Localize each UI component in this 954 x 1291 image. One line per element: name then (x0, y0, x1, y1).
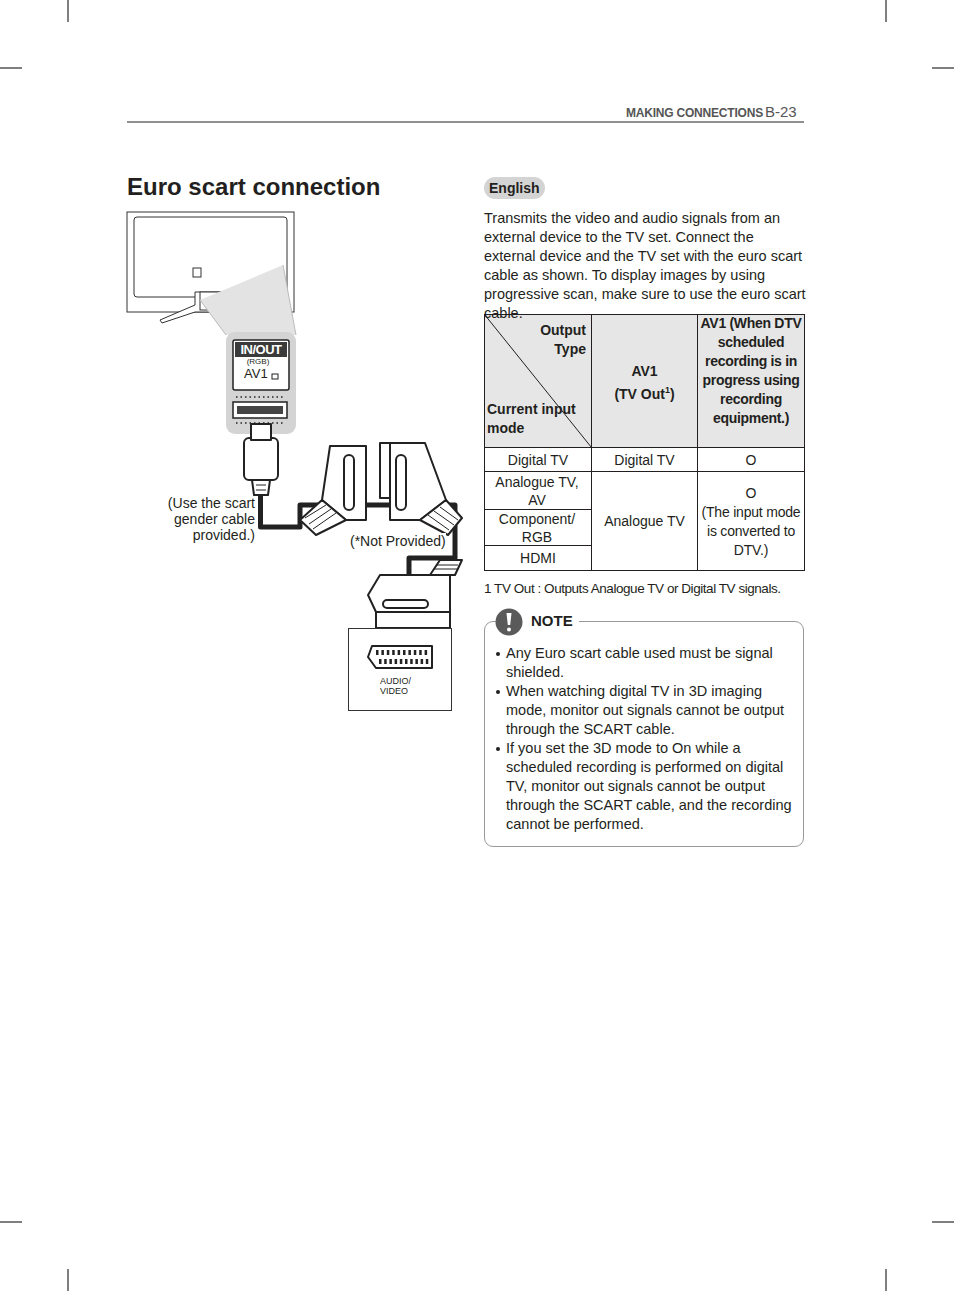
table-header: AV1(TV Out1) (592, 362, 697, 404)
port-panel (226, 332, 296, 434)
page-number: B-23 (765, 103, 797, 120)
scart-socket-pins (237, 406, 283, 414)
running-header: MAKING CONNECTIONS (626, 106, 763, 120)
callout-note: (*Not Provided) (350, 533, 446, 549)
bullet-item: When watching digital TV in 3D imaging m… (506, 682, 796, 739)
zoom-wedge (200, 265, 296, 335)
table-cell: (The input mode is converted to DTV.) (700, 503, 802, 560)
footnote: 1 TV Out : Outputs Analogue TV or Digita… (484, 581, 781, 596)
bullet-dot (496, 747, 500, 751)
table-cell: O (698, 451, 804, 469)
table-cell: Digital TV (592, 451, 697, 469)
scart-plug (368, 575, 450, 612)
page-title: Euro scart connection (127, 173, 380, 201)
intro-paragraph: Transmits the video and audio signals fr… (484, 209, 808, 323)
panel-dots (236, 396, 284, 398)
table-cell: HDMI (485, 549, 591, 567)
scart-slot (383, 600, 428, 608)
zoom-line (283, 265, 296, 335)
note-text: When watching digital TV in 3D imaging m… (506, 682, 796, 739)
header-rule (127, 122, 804, 123)
lang-tag: English (484, 177, 545, 199)
table-header: 1 (665, 385, 670, 395)
table-header: (TV Out1) (592, 381, 697, 404)
table-header: AV1 (When DTV scheduled recording is in … (699, 314, 803, 428)
socket-pins (376, 650, 428, 664)
device-box: AUDIO/ VIDEO (348, 628, 452, 711)
scart-socket (233, 402, 287, 418)
scart-shell (376, 612, 450, 628)
port-icon (272, 374, 278, 379)
device-label: AUDIO/ VIDEO (380, 676, 420, 696)
bullet-item: If you set the 3D mode to On while a sch… (506, 739, 796, 834)
scart-relief (420, 500, 462, 535)
port-label: (RGB) (220, 357, 296, 367)
note-box: NOTEAny Euro scart cable used must be si… (484, 621, 804, 847)
zoom-line (200, 300, 226, 335)
table-cell: Component/ RGB (487, 510, 587, 546)
scart-slot (396, 455, 406, 510)
table-header: Output Type (520, 321, 586, 359)
gender-plug-tip (251, 424, 271, 440)
scart-slot (344, 455, 354, 510)
table-header: AV1 (592, 362, 697, 381)
note-text: If you set the 3D mode to On while a sch… (506, 739, 796, 834)
scart-socket (368, 646, 432, 668)
note-text: Any Euro scart cable used must be signal… (506, 644, 796, 682)
table-cell: O (698, 484, 804, 503)
scart-relief (300, 500, 346, 535)
bullet-item: Any Euro scart cable used must be signal… (506, 644, 796, 682)
bullet-dot (496, 690, 500, 694)
port-panel: IN/OUT(RGB)AV1 (226, 332, 296, 434)
table-header: (TV Out (614, 386, 665, 402)
table-cell: Digital TV (485, 451, 591, 469)
callout-note: (Use the scart gender cable provided.) (150, 495, 255, 543)
scart-relief (430, 560, 462, 575)
bullet-dot (496, 652, 500, 656)
table-cell: Analogue TV (592, 512, 697, 530)
table-cell: Analogue TV, AV (487, 473, 587, 509)
table-header: ) (670, 386, 675, 402)
port-label: AV1 (226, 367, 296, 381)
gender-plug-relief (252, 480, 270, 495)
gender-plug (244, 438, 278, 480)
lang-tag-text: English (489, 180, 540, 196)
note-icon (495, 608, 523, 636)
scart-cable (261, 434, 456, 628)
relief-ridges (256, 485, 458, 569)
table-header: Current input mode (487, 400, 577, 438)
bullet-list: Any Euro scart cable used must be signal… (506, 644, 796, 834)
port-name: IN/OUT (235, 342, 287, 357)
